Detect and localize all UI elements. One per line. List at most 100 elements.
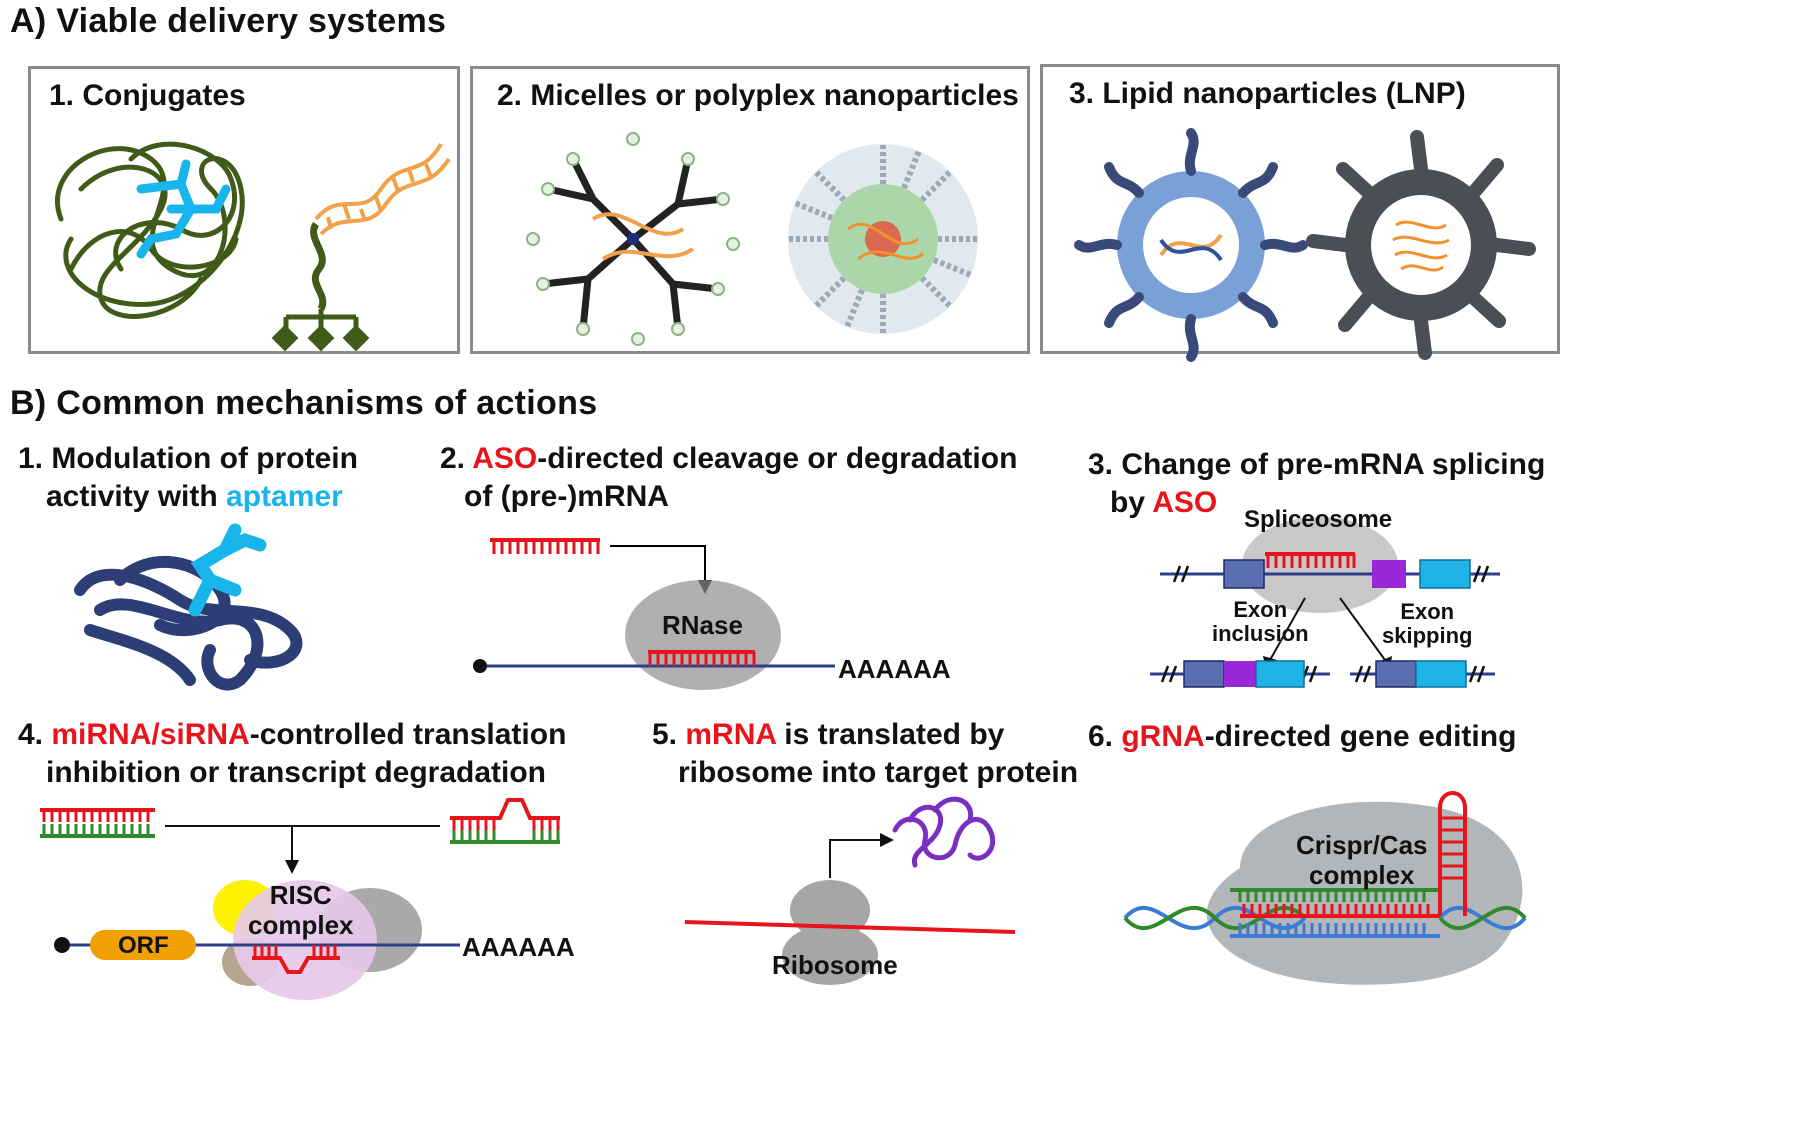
label-line: Exon (1233, 597, 1288, 622)
conjugates-illustration (55, 141, 451, 352)
label-line: complex (248, 910, 354, 940)
protein-coil-icon (55, 141, 245, 319)
orf-icon (90, 930, 196, 960)
panel-title: 2. Micelles or polyplex nanoparticles (497, 79, 1019, 112)
title-text: -directed cleavage or degradation (537, 442, 1018, 475)
aptamer-icon (136, 159, 231, 259)
panel-title: 1. Conjugates (49, 79, 246, 112)
title-line-2: activity with aptamer (18, 478, 438, 516)
galnac-ligand-icon (271, 309, 370, 352)
exon-3-icon (1419, 559, 1471, 589)
title-text: 6. (1088, 720, 1122, 753)
ribosome-label: Ribosome (772, 950, 898, 980)
spliceosome-icon (1242, 517, 1398, 613)
aptamer-protein-illustration (74, 523, 303, 691)
lnp-illustration (1074, 128, 1536, 362)
title-line-2: of (pre-)mRNA (464, 480, 669, 513)
risc-complex-label: RISC complex (248, 880, 354, 940)
protein-icon (74, 555, 303, 691)
arrow-head-icon (880, 833, 894, 847)
title-line-1: 1. Modulation of protein (18, 442, 358, 475)
panel-micelles: 2. Micelles or polyplex nanoparticles (470, 66, 1030, 354)
lnp-blue-icon (1074, 128, 1308, 362)
title-line-1: 6. gRNA-directed gene editing (1088, 718, 1548, 756)
label-line: skipping (1382, 623, 1473, 648)
title-text: activity with (46, 480, 227, 513)
bound-mirna-icon (252, 945, 340, 974)
title-text: is translated by (775, 718, 1005, 751)
label-line: RISC (269, 880, 332, 910)
rnase-cleavage-illustration (473, 538, 835, 690)
micelle-illustration (526, 132, 978, 346)
panel-lnp: 3. Lipid nanoparticles (LNP) (1040, 64, 1560, 362)
arrow-head-icon (285, 860, 299, 874)
grna-highlight: gRNA (1121, 720, 1205, 753)
exon-inclusion-label: Exon inclusion (1212, 598, 1309, 646)
arrow-line (1339, 597, 1386, 661)
polya-tail-label: AAAAAA (838, 654, 951, 684)
exon-2-icon (1372, 560, 1406, 588)
orf-label: ORF (118, 932, 169, 959)
arrow-line (165, 825, 440, 860)
panel-conjugates: 1. Conjugates (28, 66, 460, 354)
aso-strand-icon (490, 538, 600, 554)
crispr-complex-label: Crispr/Cas complex (1296, 830, 1428, 890)
section-a-title: A) Viable delivery systems (10, 2, 447, 40)
title-text: by (1110, 486, 1153, 519)
sirna-duplex-icon (40, 808, 155, 838)
label-line: Crispr/Cas (1296, 830, 1428, 860)
aptamer-highlight: aptamer (226, 480, 343, 513)
linker-icon (310, 222, 327, 311)
aptamer-icon (188, 523, 267, 617)
title-line-1: 3. Change of pre-mRNA splicing (1088, 448, 1546, 481)
section-b-title: B) Common mechanisms of actions (10, 384, 598, 422)
mechanism-1-title: 1. Modulation of protein activity with a… (18, 440, 438, 516)
aso-blocker-icon (1265, 552, 1356, 568)
cas-complex-icon (1206, 801, 1523, 985)
label-line: inclusion (1212, 621, 1309, 646)
cap-icon (473, 659, 487, 673)
spliced-inclusion-icon (1150, 660, 1330, 688)
mirna-highlight: miRNA/siRNA (51, 718, 250, 751)
title-text: -directed gene editing (1204, 720, 1517, 753)
title-line-2: by ASO (1088, 484, 1548, 522)
title-line-1: 5. mRNA is translated by (652, 716, 1092, 754)
splicing-illustration (1150, 517, 1500, 688)
risc-illustration (40, 798, 560, 1000)
title-text: 2. (440, 442, 473, 475)
polyplex-micelle-icon (788, 144, 978, 334)
mechanism-6-title: 6. gRNA-directed gene editing (1088, 718, 1548, 756)
arrow-line (610, 545, 706, 580)
bound-aso-icon (648, 650, 756, 666)
rnase-label: RNase (662, 610, 743, 640)
dendrimer-icon (526, 132, 740, 346)
title-line-2: ribosome into target protein (678, 756, 1079, 789)
aso-highlight: ASO (1152, 486, 1218, 519)
title-text: 5. (652, 718, 686, 751)
exon-1-icon (1223, 559, 1265, 589)
risc-complex-icon (233, 880, 377, 1000)
arrow-line (1269, 597, 1306, 661)
ribosome-illustration (684, 796, 1016, 985)
arrow-line (829, 839, 880, 878)
spliced-skipping-icon (1350, 660, 1495, 688)
cap-icon (54, 937, 70, 953)
aso-highlight: ASO (472, 442, 538, 475)
mrna-highlight: mRNA (685, 718, 776, 751)
spliceosome-label: Spliceosome (1244, 506, 1393, 533)
dna-duplex-icon (314, 143, 451, 236)
title-line-2: inhibition or transcript degradation (46, 756, 547, 789)
mechanism-3-title: 3. Change of pre-mRNA splicing by ASO (1088, 446, 1548, 522)
title-text: 4. (18, 718, 52, 751)
title-line-1: 2. ASO-directed cleavage or degradation (440, 440, 1060, 478)
panel-title: 3. Lipid nanoparticles (LNP) (1069, 77, 1466, 110)
label-line: complex (1309, 860, 1415, 890)
polya-tail-label: AAAAAA (462, 932, 575, 962)
mechanism-5-title: 5. mRNA is translated by ribosome into t… (652, 716, 1092, 792)
ribosome-small-subunit-icon (782, 925, 878, 985)
label-line: Exon (1400, 599, 1455, 624)
mechanism-2-title: 2. ASO-directed cleavage or degradation … (440, 440, 1060, 516)
mrna-strand (684, 920, 1016, 934)
crispr-illustration (1123, 791, 1527, 985)
rnase-enzyme-icon (625, 580, 781, 690)
